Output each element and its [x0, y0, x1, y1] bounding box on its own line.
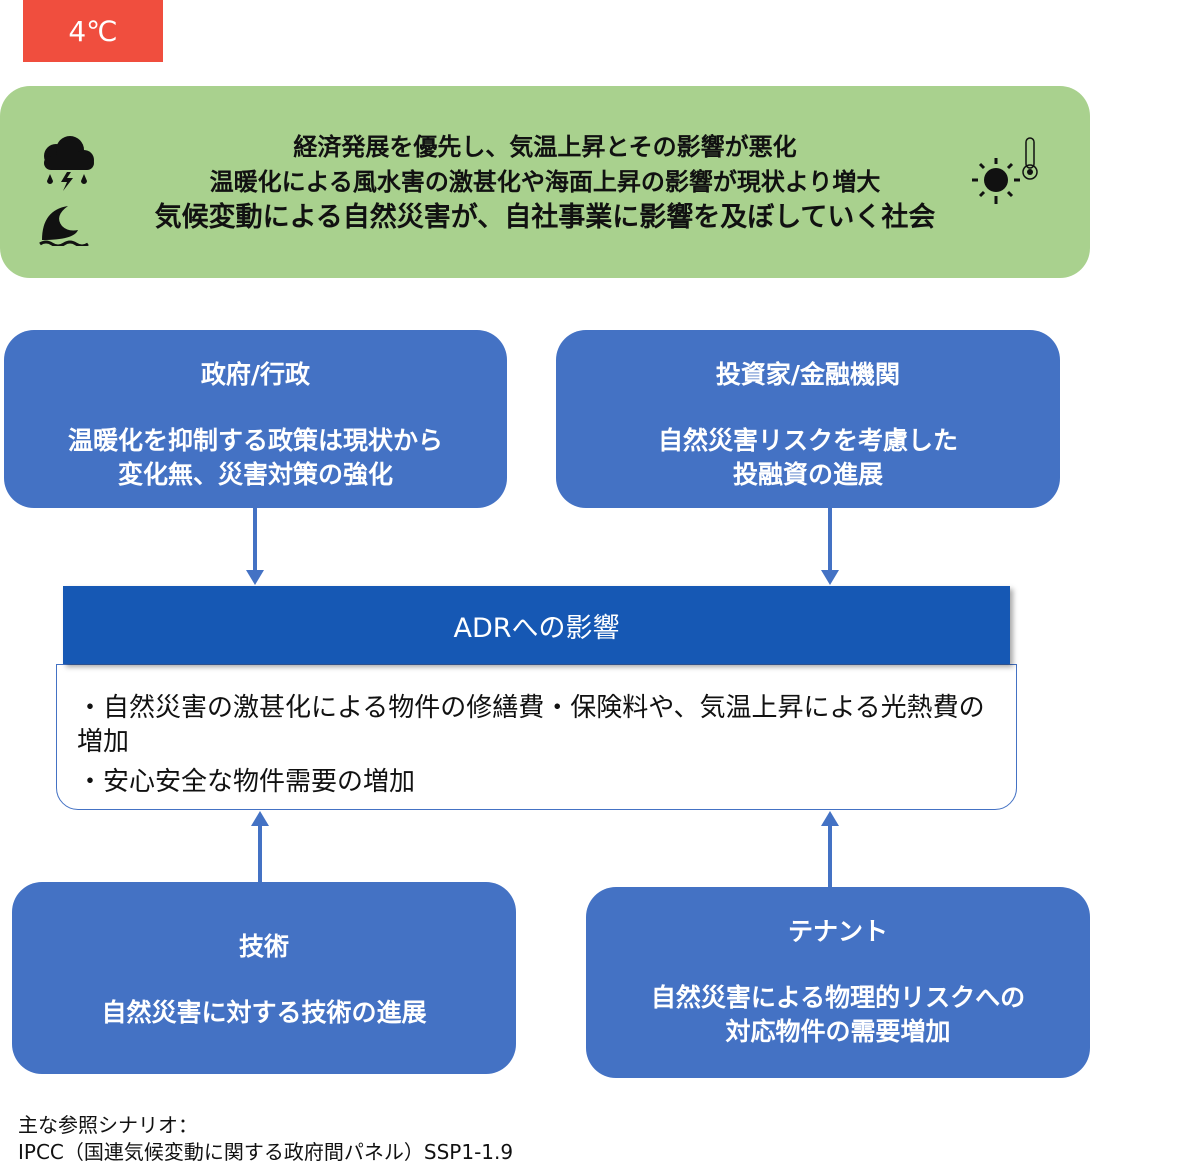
box-title: 技術 — [238, 932, 289, 961]
wave-icon — [39, 206, 89, 246]
sun-icon — [972, 137, 1038, 204]
box-desc: 自然災害リスクを考慮した — [657, 426, 958, 455]
adr-impact-list: ・自然災害の激甚化による物件の修繕費・保険料や、気温上昇による光熱費の増加 ・安… — [56, 664, 1017, 810]
scenario-badge: 4℃ — [23, 0, 163, 62]
box-desc: 自然災害による物理的リスクへの — [650, 983, 1026, 1012]
tenants-box: テナント 自然災害による物理的リスクへの対応物件の需要増加 — [586, 887, 1090, 1078]
scenario-line: 気候変動による自然災害が、自社事業に影響を及ぼしていく社会 — [154, 202, 936, 233]
investors-box: 投資家/金融機関 自然災害リスクを考慮した投融資の進展 — [556, 330, 1060, 508]
box-desc: 投融資の進展 — [732, 460, 883, 489]
reference-note: 主な参照シナリオ： IPCC（国連気候変動に関する政府間パネル）SSP1-1.9 — [18, 1112, 513, 1166]
box-desc: 自然災害に対する技術の進展 — [101, 998, 427, 1027]
box-title: 政府/行政 — [200, 360, 311, 389]
box-desc: 変化無、災害対策の強化 — [117, 460, 393, 489]
scenario-summary: 経済発展を優先し、気温上昇とその影響が悪化 温暖化による風水害の激甚化や海面上昇… — [0, 86, 1090, 278]
reference-label: 主な参照シナリオ： — [18, 1113, 198, 1137]
box-desc: 対応物件の需要増加 — [725, 1017, 951, 1046]
box-desc: 温暖化を抑制する政策は現状から — [67, 426, 443, 455]
box-title: テナント — [787, 917, 888, 946]
technology-box: 技術 自然災害に対する技術の進展 — [12, 882, 516, 1074]
scenario-line: 経済発展を優先し、気温上昇とその影響が悪化 — [293, 133, 797, 161]
government-box: 政府/行政 温暖化を抑制する政策は現状から変化無、災害対策の強化 — [4, 330, 507, 508]
storm-cloud-icon — [39, 136, 94, 246]
reference-scenario: IPCC（国連気候変動に関する政府間パネル）SSP1-1.9 — [18, 1140, 514, 1164]
impact-item: ・安心安全な物件需要の増加 — [77, 767, 416, 797]
impact-item: ・自然災害の激甚化による物件の修繕費・保険料や、気温上昇による光熱費の増加 — [77, 693, 985, 757]
scenario-line: 温暖化による風水害の激甚化や海面上昇の影響が現状より増大 — [209, 168, 881, 196]
box-title: 投資家/金融機関 — [715, 360, 901, 389]
thermometer-icon — [1022, 137, 1038, 180]
adr-impact-header: ADRへの影響 — [63, 586, 1010, 664]
